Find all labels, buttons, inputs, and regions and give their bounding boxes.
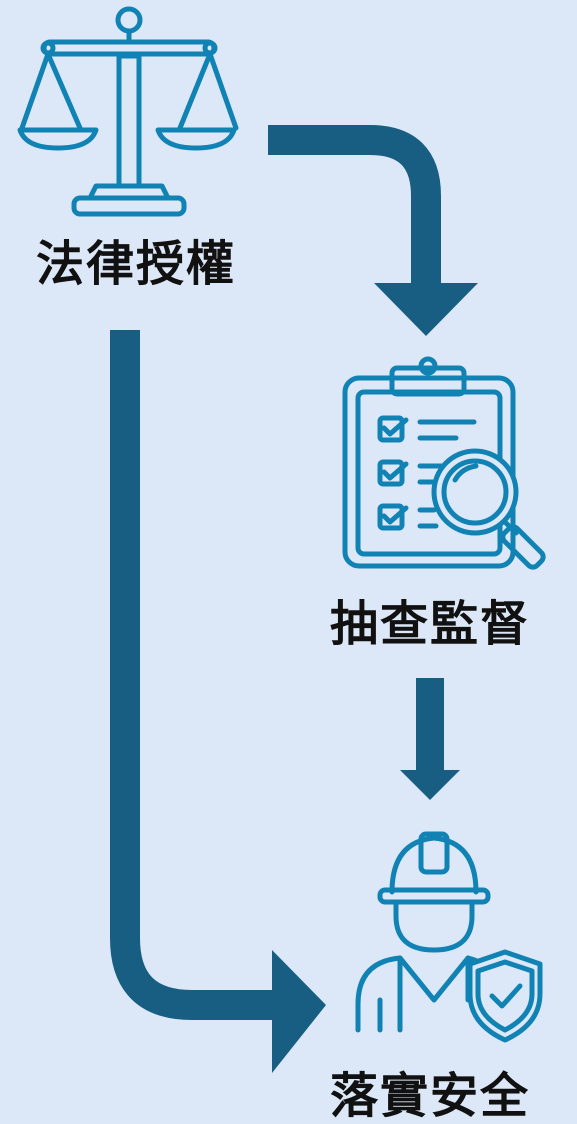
node-label-inspect: 抽查監督 (330, 596, 531, 652)
arrow-law-to-inspect-shaft (268, 125, 441, 288)
worker-shield-icon (355, 831, 543, 1043)
arrows (110, 125, 478, 1073)
arrow-law-to-safety-head (272, 950, 326, 1073)
arrow-inspect-to-safety (400, 678, 460, 800)
node-label-law: 法律授權 (36, 236, 237, 292)
arrow-law-to-inspect (268, 125, 478, 336)
clipboard-magnifier-icon (342, 356, 546, 570)
arrow-inspect-to-safety-shaft (416, 678, 444, 774)
arrow-law-to-safety (110, 330, 326, 1073)
node-label-safety: 落實安全 (330, 1068, 531, 1124)
arrow-inspect-to-safety-head (400, 770, 460, 800)
arrow-law-to-inspect-head (374, 283, 478, 336)
arrow-law-to-safety-shaft (110, 330, 280, 1020)
balance-scale-icon (17, 6, 239, 217)
